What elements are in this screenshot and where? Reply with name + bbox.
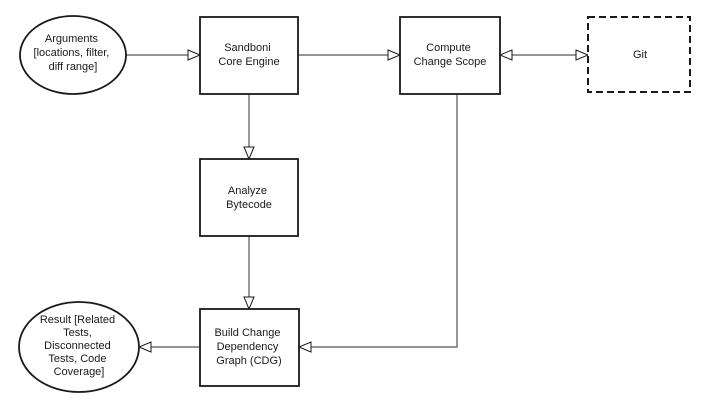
git-label: Git (633, 49, 647, 61)
analyze-bytecode-box (199, 158, 299, 237)
analyze-bytecode-label: Analyze Bytecode (226, 185, 272, 211)
analyze-bytecode-label-line: Analyze (228, 185, 267, 197)
node-compute-scope: Compute Change Scope (399, 16, 501, 95)
result-label-line: Coverage] (54, 366, 105, 378)
node-core-engine: Sandboni Core Engine (199, 16, 299, 95)
compute-scope-box (399, 16, 501, 95)
result-ellipse (18, 301, 140, 393)
build-cdg-label-line: Graph (CDG) (216, 355, 281, 367)
edge-compute-scope-to-build-cdg (299, 94, 458, 347)
build-cdg-label-line: Dependency (217, 341, 279, 353)
core-engine-label: Sandboni Core Engine (218, 42, 279, 68)
node-result: Result [Related Tests, Disconnected Test… (18, 301, 140, 393)
compute-scope-label: Compute Change Scope (414, 42, 487, 68)
arguments-label: Arguments [locations, filter, diff range… (34, 33, 113, 73)
core-engine-label-line: Sandboni (224, 42, 271, 54)
arguments-label-line: [locations, filter, (34, 47, 110, 59)
build-cdg-label-line: Build Change (214, 327, 280, 339)
build-cdg-box (199, 308, 300, 387)
core-engine-label-line: Core Engine (218, 56, 279, 68)
arguments-ellipse (19, 15, 127, 95)
git-label-line: Git (633, 49, 647, 61)
result-label-line: Disconnected (44, 340, 111, 352)
node-analyze-bytecode: Analyze Bytecode (199, 158, 299, 237)
result-label: Result [Related Tests, Disconnected Test… (40, 314, 118, 378)
analyze-bytecode-label-line: Bytecode (226, 199, 272, 211)
node-arguments: Arguments [locations, filter, diff range… (19, 15, 127, 95)
compute-scope-label-line: Change Scope (414, 56, 487, 68)
arguments-label-line: diff range] (49, 61, 98, 73)
arguments-label-line: Arguments (45, 33, 99, 45)
result-label-line: Result [Related (40, 314, 115, 326)
result-label-line: Tests, (63, 327, 92, 339)
git-box (587, 16, 691, 93)
build-cdg-label: Build Change Dependency Graph (CDG) (214, 327, 283, 367)
node-build-cdg: Build Change Dependency Graph (CDG) (199, 308, 300, 387)
result-label-line: Tests, Code (48, 353, 106, 365)
core-engine-box (199, 16, 299, 95)
node-git: Git (587, 16, 691, 93)
compute-scope-label-line: Compute (426, 42, 471, 54)
